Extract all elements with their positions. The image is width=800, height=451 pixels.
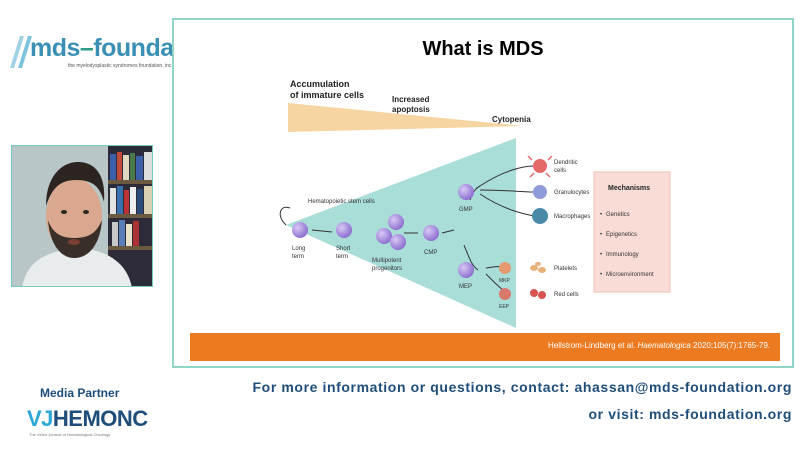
cell-cmp	[423, 225, 439, 241]
citation-ref: 2020;105(7):1765-79.	[693, 341, 770, 350]
macrophage-icon	[532, 208, 548, 224]
cell-multipotent-2	[376, 228, 392, 244]
cell-short-term	[336, 222, 352, 238]
cell-multipotent-1	[388, 214, 404, 230]
mds-foundation-logo: mds–foundation the myelodysplastic syndr…	[8, 30, 218, 78]
label-short-1: Short	[336, 246, 351, 252]
stage-arrows	[279, 165, 535, 295]
citation-journal: Haematologica	[637, 341, 691, 350]
cell-gmp	[458, 184, 474, 200]
vjhemonc-logo: VJHEMONC	[27, 406, 148, 432]
label-granulocytes: Granulocytes	[554, 190, 589, 196]
logo-stripes-icon	[10, 36, 32, 68]
mechanism-item: •	[600, 232, 602, 238]
label-red-cells: Red cells	[554, 292, 579, 298]
mechanism-epigenetics: Epigenetics	[606, 232, 637, 238]
vj-logo-suffix: HEMONC	[52, 406, 148, 431]
label-increased-2: apoptosis	[392, 105, 430, 114]
label-eep: EEP	[499, 304, 510, 310]
label-accumulation-2: of immature cells	[290, 90, 364, 100]
platelets-icon	[530, 262, 546, 273]
dendritic-cell-icon	[527, 155, 553, 178]
visit-line: or visit: mds-foundation.org	[588, 406, 792, 422]
citation: Hellstrom-Lindberg et al. Haematologica …	[548, 341, 770, 350]
media-partner-label: Media Partner	[40, 386, 120, 400]
contact-line: For more information or questions, conta…	[252, 379, 792, 395]
label-multipotent-1: Multipotent	[372, 258, 402, 264]
mechanism-immunology: Immunology	[606, 252, 639, 258]
label-mkp: MKP	[499, 278, 511, 284]
mechanism-item: •	[600, 252, 602, 258]
granulocyte-icon	[533, 185, 547, 199]
logo-brand-prefix: mds	[30, 34, 80, 62]
label-cytopenia: Cytopenia	[492, 115, 531, 124]
citation-bar: Hellstrom-Lindberg et al. Haematologica …	[190, 333, 780, 361]
mechanism-microenvironment: Microenvironment	[606, 272, 654, 278]
label-accumulation-1: Accumulation	[290, 79, 350, 89]
citation-authors: Hellstrom-Lindberg et al.	[548, 341, 636, 350]
label-mep: MEP	[459, 284, 472, 290]
mechanism-item: •	[600, 272, 602, 278]
mechanism-item: •	[600, 212, 602, 218]
cell-mkp	[499, 262, 511, 274]
cell-eep	[499, 288, 511, 300]
hematopoiesis-cone	[286, 138, 516, 328]
label-increased-1: Increased	[392, 95, 429, 104]
label-multipotent-2: progenitors	[372, 266, 402, 272]
label-long-1: Long	[292, 246, 305, 252]
speaker-video-image	[12, 146, 152, 286]
presentation-slide: What is MDS Accumulation of immature cel…	[172, 18, 794, 368]
logo-tagline: the myelodysplastic syndromes foundation…	[68, 63, 173, 69]
mechanisms-title: Mechanisms	[608, 185, 650, 192]
mds-pathogenesis-diagram: Accumulation of immature cells Increased…	[279, 79, 671, 328]
label-cmp: CMP	[424, 250, 437, 256]
label-dendritic-2: cells	[554, 168, 566, 174]
cell-multipotent-3	[390, 234, 406, 250]
label-long-2: term	[292, 254, 304, 260]
red-cells-icon	[530, 289, 546, 299]
speaker-video	[11, 145, 153, 287]
cell-mep	[458, 262, 474, 278]
mechanism-genetics: Genetics	[606, 212, 630, 218]
label-macrophages: Macrophages	[554, 214, 590, 220]
slide-title: What is MDS	[422, 38, 544, 60]
label-platelets: Platelets	[554, 266, 577, 272]
vjhemonc-tagline: The Video Journal of Hematological Oncol…	[29, 432, 111, 437]
cell-long-term	[292, 222, 308, 238]
label-hsc: Hematopoietic stem cells	[308, 199, 375, 205]
vj-logo-prefix: VJ	[27, 406, 53, 431]
label-short-2: term	[336, 254, 348, 260]
apoptosis-wedge	[288, 103, 524, 132]
mechanisms-box	[593, 171, 671, 293]
label-gmp: GMP	[459, 207, 473, 213]
label-dendritic-1: Dendritic	[554, 160, 578, 166]
